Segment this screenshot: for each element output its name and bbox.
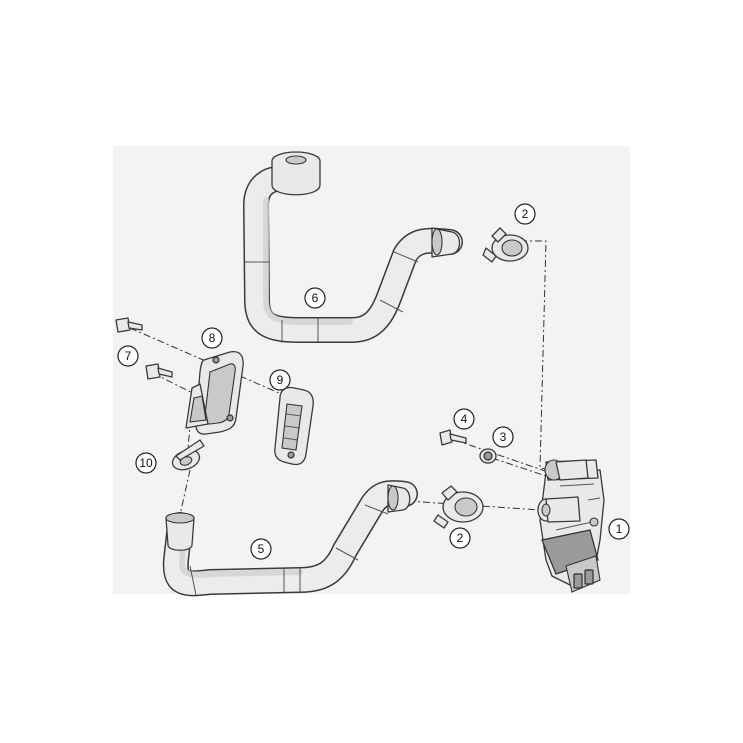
callout-2-upper: 2 xyxy=(514,203,536,225)
callout-1-text: 1 xyxy=(616,522,623,536)
callout-10-text: 10 xyxy=(139,456,153,470)
callout-4: 4 xyxy=(453,408,475,430)
callout-7: 7 xyxy=(117,345,139,367)
callout-2-lower-text: 2 xyxy=(457,531,464,545)
hose-upper-part-6 xyxy=(243,151,463,343)
callout-9: 9 xyxy=(269,369,291,391)
reed-valve-part-10 xyxy=(171,439,205,471)
callout-2-upper-text: 2 xyxy=(522,207,529,221)
valve-assembly-part-1 xyxy=(537,459,605,593)
bolt-part-4 xyxy=(439,429,467,446)
hose-clamp-upper-part-2 xyxy=(482,227,529,263)
callout-7-text: 7 xyxy=(125,349,132,363)
callout-5: 5 xyxy=(250,538,272,560)
hose-lower-part-5 xyxy=(162,480,418,597)
callout-3: 3 xyxy=(492,426,514,448)
filter-cover-part-9 xyxy=(274,386,314,466)
bolt-upper-part-7 xyxy=(115,317,143,333)
callout-8-text: 8 xyxy=(209,331,216,345)
callout-6: 6 xyxy=(304,287,326,309)
callout-5-text: 5 xyxy=(258,542,265,556)
callout-6-text: 6 xyxy=(312,291,319,305)
callout-1: 1 xyxy=(608,518,630,540)
callout-2-lower: 2 xyxy=(449,527,471,549)
callout-8: 8 xyxy=(201,327,223,349)
bolt-lower-part-7 xyxy=(145,363,173,380)
callout-10: 10 xyxy=(135,452,157,474)
hose-clamp-lower-part-2 xyxy=(433,485,484,529)
callout-3-text: 3 xyxy=(500,430,507,444)
gasket-frame-part-8 xyxy=(195,350,244,435)
grommet-part-3 xyxy=(479,448,497,464)
callout-4-text: 4 xyxy=(461,412,468,426)
intake-funnel xyxy=(185,383,209,429)
callout-9-text: 9 xyxy=(277,373,284,387)
